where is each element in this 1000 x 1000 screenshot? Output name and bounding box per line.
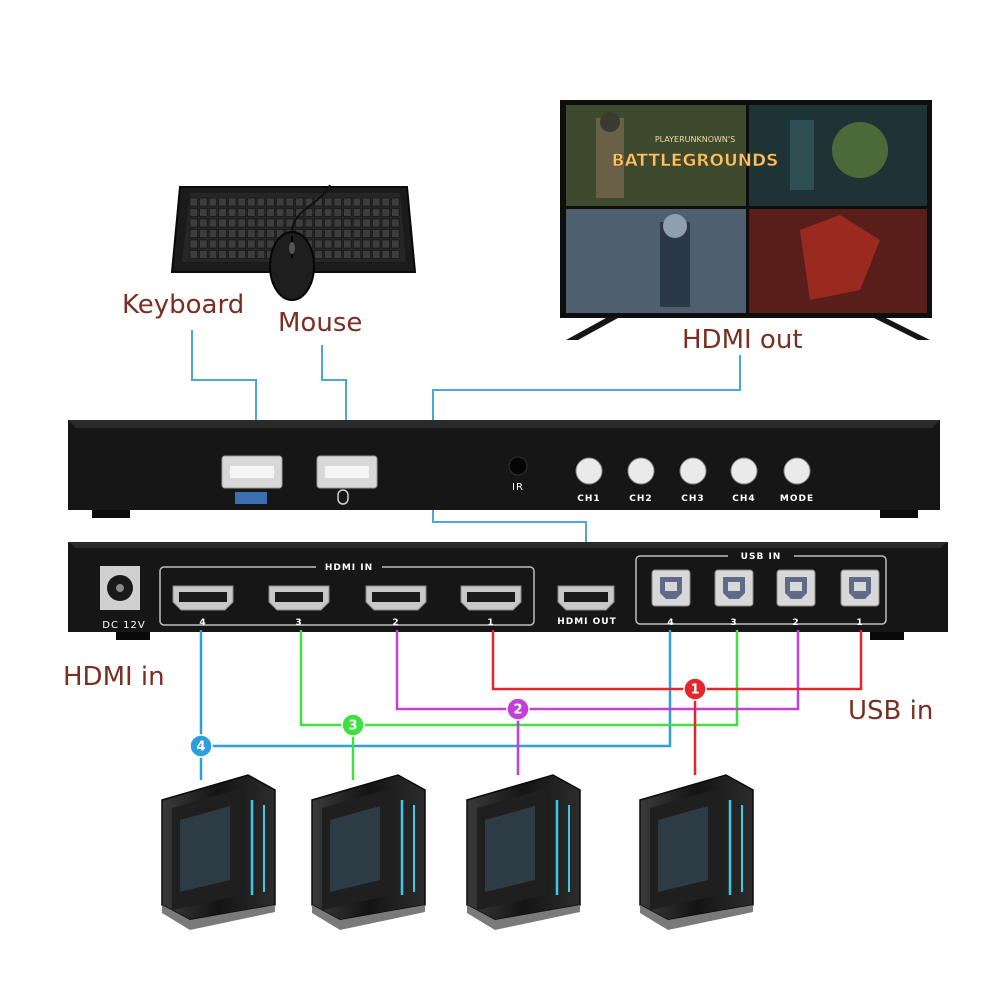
- hdmi-in-ports: 4 3 2 1: [172, 585, 522, 628]
- usb-in-port-number: 4: [667, 618, 674, 628]
- screen-quadrant-3: [566, 209, 746, 313]
- ir-sensor: [508, 456, 528, 476]
- usb-keyboard-port: [221, 455, 283, 504]
- usb-in-port-number: 1: [856, 618, 863, 628]
- channel-wires: [199, 630, 863, 780]
- keyboard-label: Keyboard: [122, 290, 244, 320]
- kvm-front-panel: IR CH1 CH2 CH3 CH4 MODE: [68, 420, 940, 518]
- usb-in-label: USB in: [848, 696, 933, 726]
- computer-3: [311, 774, 426, 930]
- usb-in-port-number: 3: [730, 618, 737, 628]
- mouse-cable: [321, 345, 347, 446]
- mode-label: MODE: [780, 494, 814, 504]
- usb-in-ports: 4 3 2 1: [651, 569, 880, 628]
- ch4-button[interactable]: CH4: [730, 457, 758, 504]
- channel-badge-number: 4: [196, 740, 205, 755]
- mouse-image: [269, 184, 331, 301]
- channel-badge-number: 3: [348, 719, 357, 734]
- ir-label: IR: [512, 482, 524, 493]
- screen-brand-title: BATTLEGROUNDS: [612, 151, 779, 171]
- ch1-label: CH1: [577, 494, 600, 504]
- channel-1-wire: [491, 630, 863, 691]
- ch2-label: CH2: [629, 494, 652, 504]
- channel-2-badge: 2: [506, 697, 530, 721]
- mouse-port-icon: [337, 489, 349, 505]
- channel-3-badge: 3: [341, 713, 365, 737]
- mouse-label: Mouse: [278, 308, 362, 338]
- hdmi-in-port-3: 3: [268, 585, 330, 628]
- ch4-label: CH4: [732, 494, 755, 504]
- keyboard-port-icon: [235, 492, 267, 504]
- computer-4: [161, 774, 276, 930]
- hdmi-out-port-label: HDMI OUT: [557, 617, 617, 627]
- computer-2: [466, 774, 581, 930]
- hdmi-in-group-label: HDMI IN: [325, 563, 373, 573]
- channel-badges: 4 3 2 1: [189, 677, 707, 758]
- ch1-button[interactable]: CH1: [575, 457, 603, 504]
- hdmi-out-port: HDMI OUT: [557, 585, 617, 627]
- usb-in-port-1: 1: [840, 569, 880, 628]
- keyboard-image: [170, 186, 417, 273]
- usb-in-port-number: 2: [792, 618, 799, 628]
- screen-brand-small: PLAYERUNKNOWN'S: [655, 135, 735, 144]
- dc-power-jack: DC 12V: [100, 566, 145, 631]
- hdmi-in-port-number: 1: [487, 618, 494, 628]
- hdmi-in-port-1: 1: [460, 585, 522, 628]
- channel-2-wire: [395, 630, 800, 711]
- channel-badge-number: 1: [690, 683, 699, 698]
- usb-in-group-label: USB IN: [741, 552, 782, 562]
- channel-4-badge: 4: [189, 734, 213, 758]
- computers: [161, 774, 754, 930]
- computer-1: [639, 774, 754, 930]
- keyboard-cable: [191, 330, 257, 446]
- hdmi-in-port-4: 4: [172, 585, 234, 628]
- hdmi-in-label: HDMI in: [63, 662, 165, 692]
- keyboard-keys: [189, 197, 400, 259]
- channel-badge-number: 2: [513, 703, 522, 718]
- mode-button[interactable]: MODE: [780, 457, 814, 504]
- hdmi-in-port-number: 3: [295, 618, 302, 628]
- usb-in-port-3: 3: [714, 569, 754, 628]
- ch3-label: CH3: [681, 494, 704, 504]
- hdmi-in-port-2: 2: [365, 585, 427, 628]
- hdmi-in-port-number: 2: [392, 618, 399, 628]
- usb-in-port-4: 4: [651, 569, 691, 628]
- hdmi-in-port-number: 4: [199, 618, 206, 628]
- ch3-button[interactable]: CH3: [679, 457, 707, 504]
- usb-mouse-port: [316, 455, 378, 505]
- dc-label: DC 12V: [102, 620, 145, 631]
- monitor-image: PLAYERUNKNOWN'S BATTLEGROUNDS: [560, 100, 932, 340]
- kvm-back-panel: DC 12V HDMI IN 4 3 2 1 HDMI OUT USB IN 4 3 2 1: [68, 542, 948, 640]
- hdmi-out-label: HDMI out: [682, 325, 803, 355]
- channel-1-badge: 1: [683, 677, 707, 701]
- usb-in-port-2: 2: [776, 569, 816, 628]
- ch2-button[interactable]: CH2: [627, 457, 655, 504]
